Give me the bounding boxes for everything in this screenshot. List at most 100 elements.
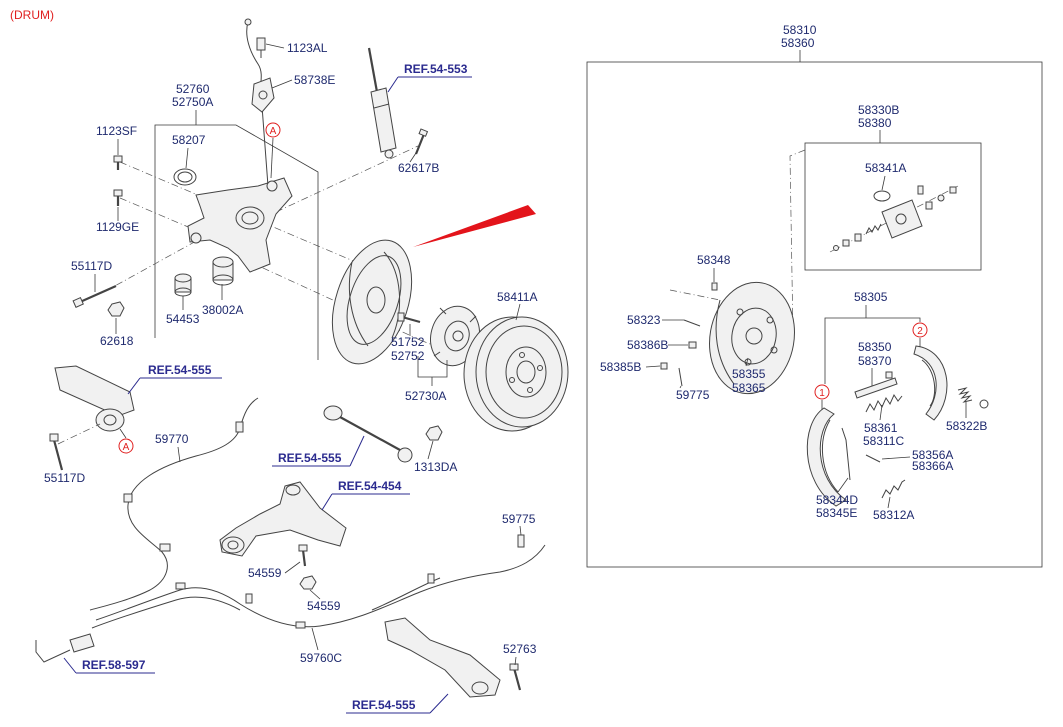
part-label-52750a: 52750A [172, 95, 213, 109]
part-label-58361: 58361 [864, 421, 898, 435]
trailing-arm-drawing [54, 365, 135, 432]
sensor-bracket-drawing [251, 77, 275, 113]
bushing-54453-drawing [174, 273, 192, 297]
brake-shoe-left-drawing [806, 407, 847, 507]
reference-link-54-553[interactable]: REF.54-553 [404, 62, 468, 76]
part-label-58350: 58350 [858, 340, 892, 354]
seal-58207-drawing [173, 168, 197, 186]
marker-1-text: 1 [819, 388, 825, 399]
reference-link-54-555-arm[interactable]: REF.54-555 [148, 363, 212, 377]
seal-58341a-drawing [873, 190, 891, 202]
part-label-58411a: 58411A [497, 290, 537, 304]
part-label-54453: 54453 [166, 312, 200, 326]
strut-58350-drawing [854, 371, 898, 399]
spring-58312a-drawing [881, 479, 906, 499]
part-label-58380: 58380 [858, 116, 892, 130]
marker-a-upper: A [265, 122, 281, 138]
part-label-58360: 58360 [781, 36, 815, 50]
drum-variant-label: (DRUM) [10, 8, 54, 22]
part-label-58738e: 58738E [294, 73, 335, 87]
bolt-55117d-lower-drawing [49, 423, 101, 471]
reference-link-54-454[interactable]: REF.54-454 [338, 479, 402, 493]
part-label-59775-box: 59775 [676, 388, 710, 402]
part-label-58370: 58370 [858, 354, 892, 368]
small-parts-drawing [660, 282, 721, 387]
hub-group-bracket [417, 356, 448, 386]
part-label-58207: 58207 [172, 133, 206, 147]
marker-2-text: 2 [917, 326, 923, 337]
part-label-52752: 52752 [391, 349, 425, 363]
pin-58356a-drawing [865, 454, 881, 463]
marker-a-upper-text: A [270, 126, 277, 137]
part-label-52760: 52760 [176, 82, 210, 96]
part-label-58330b: 58330B [858, 103, 899, 117]
bolt-54559-drawing [298, 544, 317, 590]
bolt-1123al-drawing [256, 37, 266, 58]
part-label-58323: 58323 [627, 313, 661, 327]
backing-plate-right-drawing [709, 281, 795, 395]
cable-end-bracket-drawing [35, 633, 95, 663]
part-label-58365: 58365 [732, 381, 766, 395]
part-label-58312a: 58312A [873, 508, 914, 522]
bolt-52763-drawing [509, 663, 522, 691]
spring-58361-drawing [865, 393, 903, 413]
part-label-1129ge: 1129GE [96, 220, 139, 234]
part-label-58385b: 58385B [600, 360, 641, 374]
reference-link-58-597[interactable]: REF.58-597 [82, 658, 146, 672]
part-label-58345e: 58345E [816, 506, 857, 520]
part-label-62618: 62618 [100, 334, 134, 348]
shock-absorber-drawing [367, 47, 397, 159]
part-label-1123sf: 1123SF [96, 124, 137, 138]
brake-assembly-box [586, 61, 1043, 568]
part-label-52730a: 52730A [405, 389, 446, 403]
shoe-group-bracket [824, 317, 921, 384]
part-label-54559: 54559 [248, 566, 282, 580]
nut-62618-drawing [107, 301, 125, 317]
bottom-arm-drawing [384, 617, 501, 698]
part-label-58344d: 58344D [816, 493, 858, 507]
marker-a-lower-text: A [123, 442, 130, 453]
parking-cable-59760c-drawing [91, 544, 546, 629]
part-label-58348: 58348 [697, 253, 731, 267]
part-label-1123al: 1123AL [287, 41, 328, 55]
part-label-1313da: 1313DA [414, 460, 457, 474]
part-label-55117d-lower: 55117D [44, 471, 85, 485]
bolt-1123sf-drawing [113, 155, 123, 170]
part-label-58356a: 58356A [912, 448, 953, 462]
part-label-55117d: 55117D [71, 259, 112, 273]
clip-59775-drawing [517, 534, 525, 548]
spring-58322b-drawing [957, 387, 989, 409]
part-label-38002a: 38002A [202, 303, 243, 317]
wheel-cylinder-drawing [829, 185, 959, 253]
parking-cable-59770-drawing [89, 397, 259, 611]
lever-58344d-drawing [841, 427, 851, 481]
part-label-59770: 59770 [155, 432, 189, 446]
knuckle-drawing [187, 177, 293, 273]
brake-drum-drawing [463, 316, 569, 432]
brake-shoe-right-drawing [913, 345, 948, 421]
hub-bolt-51752-drawing [397, 312, 421, 324]
reference-link-54-555-link[interactable]: REF.54-555 [278, 451, 342, 465]
part-label-62617b: 62617B [398, 161, 439, 175]
part-label-58322b: 58322B [946, 419, 987, 433]
part-label-58355: 58355 [732, 367, 766, 381]
backing-plate-drawing [331, 239, 413, 365]
reference-link-54-555-bottom[interactable]: REF.54-555 [352, 698, 416, 712]
lateral-link-drawing [323, 405, 413, 463]
right-leader-lines [645, 268, 967, 509]
bolt-1129ge-drawing [113, 189, 123, 206]
part-label-58386b: 58386B [627, 338, 668, 352]
left-leader-lines [94, 43, 522, 666]
part-label-58366a: 58366A [912, 459, 953, 473]
marker-1: 1 [814, 384, 830, 400]
knuckle-group-bracket [154, 124, 319, 360]
part-label-58341a: 58341A [865, 161, 906, 175]
highlight-wedge [413, 205, 536, 247]
bolt-55117d-drawing [72, 284, 117, 308]
part-label-58311c: 58311C [863, 434, 904, 448]
lower-arm-drawing [219, 481, 347, 557]
reference-underlines [63, 76, 472, 714]
part-label-51752: 51752 [391, 335, 425, 349]
nut-1313da-drawing [425, 425, 443, 441]
